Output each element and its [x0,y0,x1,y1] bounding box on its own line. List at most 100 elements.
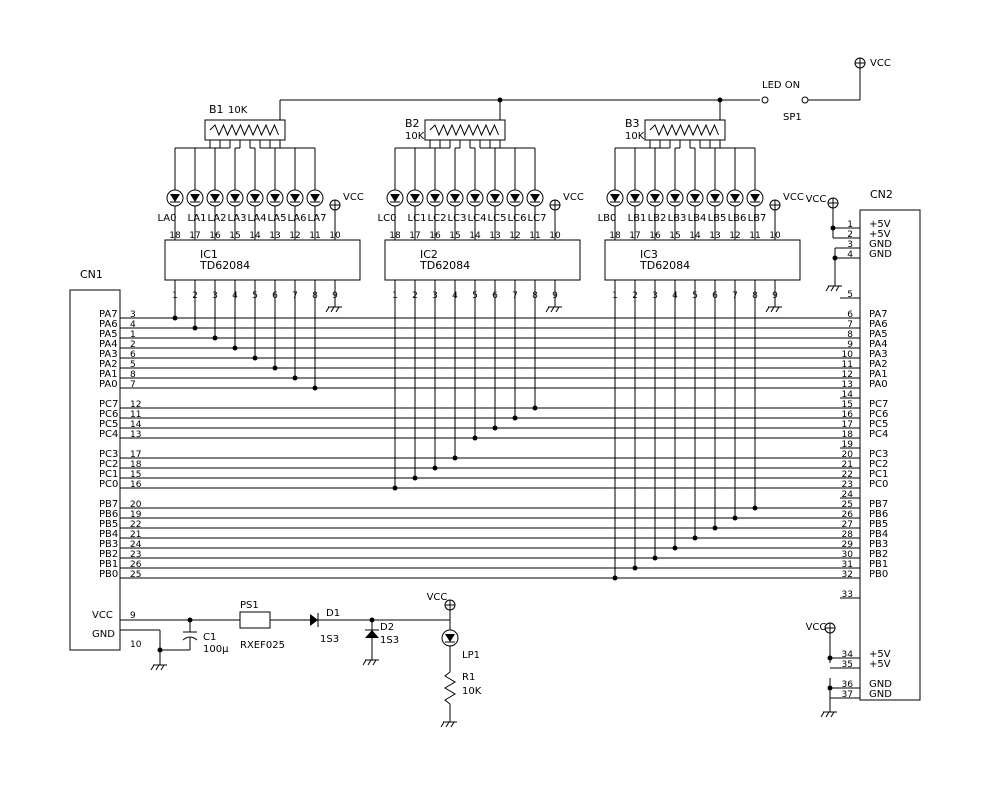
junction-dot [692,535,698,541]
led-body [246,189,264,207]
cn1-signal-name: PB1 [99,559,118,570]
ic-pin-number: 11 [749,231,760,241]
cn2-signal-name: PA3 [869,349,888,360]
led-label: LB5 [708,213,727,224]
led-label: LC3 [448,213,467,224]
ic-pin-number: 4 [232,291,238,301]
junction-dot [292,375,298,381]
ps1-label: PS1 [240,600,259,611]
led-label: LA4 [247,213,266,224]
cn1-signal-name: PB6 [99,509,118,520]
led-body [226,189,244,207]
cn2-pin-number: 36 [842,680,854,690]
junction-dot [492,425,498,431]
cn1-pin-number: 9 [130,611,136,621]
cn2-signal-name: PC5 [869,419,888,430]
cn1-pin-number: 24 [130,540,142,550]
ic-pin-number: 2 [632,291,638,301]
r1-value: 10K [462,686,482,697]
junction-dot [652,555,658,561]
cn2-signal-name: PB4 [869,529,888,540]
vcc-label: VCC [806,622,827,633]
led-arrow [710,194,720,202]
cn2-pin-number: 34 [842,650,854,660]
led-arrow [530,194,540,202]
led-label: LB3 [668,213,687,224]
ic-pin-number: 18 [169,231,181,241]
cn2-pin-number: 30 [842,550,854,560]
led-body [746,189,764,207]
cn1-pin-number: 12 [130,400,141,410]
cn1-signal-name: PA4 [99,339,118,350]
led-label: LC1 [408,213,427,224]
cn2-signal-name: PA5 [869,329,888,340]
cn2-pin-number: 27 [842,520,853,530]
cn1-pin-number: 25 [130,570,141,580]
cn2-signal-name: PC3 [869,449,888,460]
ic-pin-number: 18 [609,231,621,241]
led-body [726,189,744,207]
ic-part-number: TD62084 [199,259,250,272]
cn1-pin-number: 17 [130,450,141,460]
led-body [286,189,304,207]
sp1-contact [761,96,769,104]
cn2-signal-name: PA0 [869,379,888,390]
led-label: LA1 [187,213,206,224]
ic-pin-number: 9 [332,291,338,301]
led-label: LA0 [157,213,176,224]
led-arrow [270,194,280,202]
led-label: LA3 [227,213,246,224]
cn1-pin-number: 7 [130,380,136,390]
cn1-signal-name: PB2 [99,549,118,560]
ic-pin-number: 12 [509,231,520,241]
cn2-pin-number: 32 [842,570,853,580]
cn2-pin-number: 35 [842,660,853,670]
led-body [506,189,524,207]
vcc-label: VCC [870,58,891,69]
led-arrow [310,194,320,202]
cn2-signal-name: PB5 [869,519,888,530]
resistor-bank-1 [204,119,286,141]
led-body [166,189,184,207]
ic-pin-number: 8 [532,291,538,301]
ic-pin-number: 8 [752,291,758,301]
ps1-part: RXEF025 [240,640,285,651]
led-body [441,629,459,647]
led-label: LB0 [598,213,617,224]
cn2-pin-number: 24 [842,490,854,500]
led-label: LA2 [207,213,226,224]
cn2-signal-name: PA7 [869,309,888,320]
cn2-signal-name: +5V [869,649,891,660]
vcc-label: VCC [563,192,584,203]
ic-pin-number: 4 [452,291,458,301]
ic-pin-number: 18 [389,231,401,241]
cn2-pin-number: 8 [847,330,853,340]
ic-pin-number: 9 [552,291,558,301]
led-arrow [170,194,180,202]
led-body [666,189,684,207]
cn2-body [859,209,921,701]
junction-dot [512,415,518,421]
sp1-caption: LED ON [762,80,800,91]
c1-value: 100μ [203,644,229,655]
ic-pin-number: 16 [209,231,221,241]
cn1-pin-number: 8 [130,370,136,380]
c1-plate-curved [182,636,198,641]
vcc-label: VCC [343,192,364,203]
cn2-signal-name: PC4 [869,429,888,440]
led-body [686,189,704,207]
cn1-signal-name: PA5 [99,329,118,340]
junction-dot [452,455,458,461]
junction-dot [830,225,836,231]
ic-pin-number: 1 [612,291,618,301]
cn2-pin-number: 25 [842,500,853,510]
ic-pin-number: 11 [309,231,320,241]
led-label: LC5 [488,213,507,224]
cn1-signal-name: PC5 [99,419,118,430]
ic-pin-number: 13 [489,231,500,241]
junction-dot [172,315,178,321]
junction-dot [717,97,723,103]
ic-pin-number: 11 [529,231,540,241]
junction-dot [187,617,193,623]
cn1-signal-name: PC2 [99,459,118,470]
